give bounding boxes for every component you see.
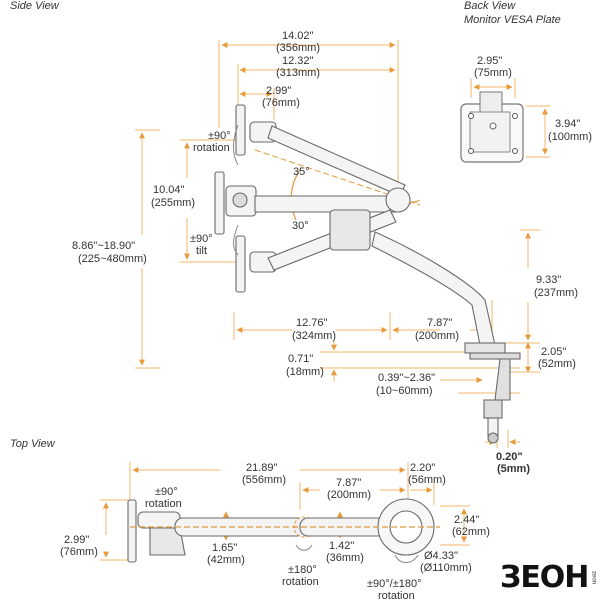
vesa-plate-down [235,235,246,293]
clamp-h-mm: (52mm) [538,358,576,370]
base-mm: (18mm) [286,366,324,378]
height-mm: (255mm) [151,197,196,209]
rotation-pm: ±90° [208,130,231,142]
side-view-arm-drawing [214,104,521,444]
top-total-mm: (556mm) [242,474,287,486]
vesa-h-mm: (100mm) [548,131,593,143]
range-mm: (225~480mm) [78,253,147,265]
range-in: 8.86"~18.90" [72,240,136,252]
gap-in: 0.20" [496,451,523,463]
top-arm2-in: 1.42" [329,540,355,552]
brand-sub: zeon [590,570,597,584]
tilt-pm: ±90° [190,233,213,245]
base-w-in: 2.44" [454,514,480,526]
rotation-label: rotation [193,142,230,154]
top-head-mm: (76mm) [60,546,98,558]
top-arm1-mm: (42mm) [207,554,245,566]
top-view-title: Top View [10,438,55,450]
arm-in: 12.76" [296,317,328,329]
vesa-plate-back [460,91,524,163]
clamp-h-in: 2.05" [541,346,567,358]
height-in: 10.04" [153,184,185,196]
base-rot: ±90°/±180° [367,578,422,590]
tilt-label: tilt [196,245,207,257]
top-clamp-in: 2.20" [410,462,436,474]
arm-mm: (324mm) [292,330,337,342]
base-rot-label: rotation [378,590,415,602]
top-clamp-mm: (56mm) [408,474,446,486]
side-view-title: Side View [10,0,59,12]
side-dimension-lines [135,40,540,448]
brand-name: ЗЕОН [500,560,589,595]
back-view-title: Back View [464,0,516,12]
dim-head-in: 2.99" [266,85,292,97]
dim-reach-in: 12.32" [282,55,314,67]
lower-mm: (200mm) [415,330,460,342]
pole-in: 9.33" [536,274,562,286]
angle-up: 35° [293,166,310,178]
desk-in: 0.39"~2.36" [378,372,436,384]
rotation-arrows [233,124,239,256]
base-d-mm: (Ø110mm) [420,562,472,574]
desk-mm: (10~60mm) [376,385,433,397]
base-d-in: Ø4.33" [424,550,458,562]
top-rot-pm: ±90° [155,486,178,498]
base-in: 0.71" [288,353,314,365]
dim-reach-mm: (313mm) [276,67,321,79]
top-arm2-mm: (36mm) [326,552,364,564]
top-joint-pm: ±180° [288,564,317,576]
vesa-h-in: 3.94" [555,118,581,130]
vesa-plate-mid [214,171,225,235]
top-head-in: 2.99" [64,534,90,546]
base-w-mm: (62mm) [452,526,490,538]
dim-total-mm: (356mm) [276,42,321,54]
gap-mm: (5mm) [497,463,531,475]
dim-total-in: 14.02" [282,30,314,42]
angle-down: 30° [292,220,309,232]
back-view-subtitle: Monitor VESA Plate [464,14,561,26]
back-dimension-lines [470,78,550,158]
dim-head-mm: (76mm) [262,97,300,109]
top-lower-mm: (200mm) [327,489,372,501]
pole-mm: (237mm) [534,287,579,299]
vesa-w-mm: (75mm) [474,67,512,79]
top-rot-label: rotation [145,498,182,510]
vesa-w-in: 2.95" [477,55,503,67]
lower-in: 7.87" [427,317,453,329]
vesa-plate-up [235,104,246,156]
top-arm1-in: 1.65" [212,542,238,554]
top-total-in: 21.89" [246,462,278,474]
top-lower-in: 7.87" [336,477,362,489]
top-rotation-arrows [295,544,419,563]
brand-logo: ЗЕОН zeon [500,560,596,595]
top-joint-label: rotation [282,576,319,588]
